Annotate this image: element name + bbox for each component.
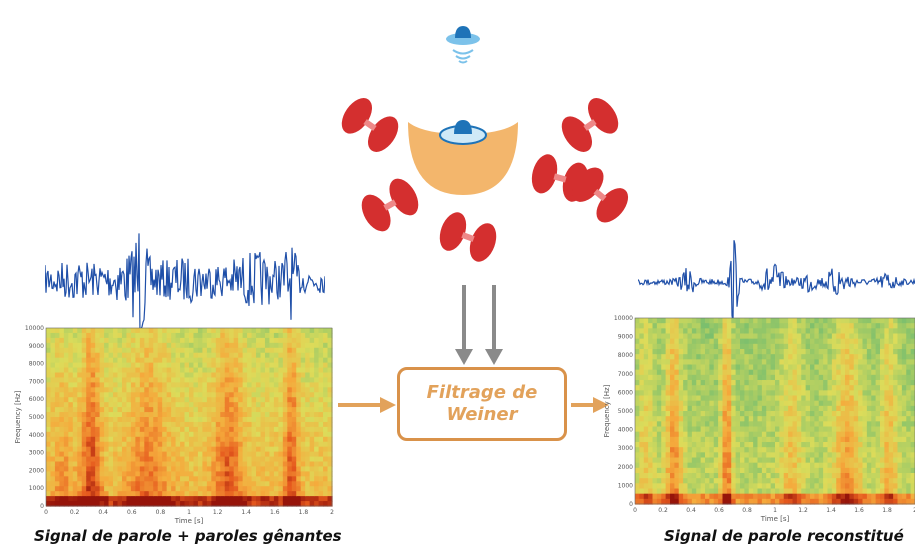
- y-tick-label: 8000: [29, 361, 44, 368]
- x-tick-label: 0.2: [658, 507, 668, 514]
- spectrogram-frame: [45, 327, 333, 507]
- interfering-speaker-icon: [561, 98, 619, 152]
- y-tick-label: 0: [40, 503, 44, 510]
- interfering-speaker-icon: [361, 178, 419, 232]
- y-tick-label: 9000: [29, 343, 44, 350]
- x-tick-label: 0.2: [70, 509, 80, 516]
- y-tick-label: 1000: [618, 482, 633, 489]
- y-tick-label: 5000: [29, 414, 44, 421]
- noisy-waveform: [45, 233, 325, 330]
- listener-head-icon: [408, 120, 518, 195]
- filter-label-line1: Filtrage de: [426, 382, 538, 403]
- x-tick-label: 1: [773, 507, 777, 514]
- wiener-filter-box: Filtrage de Weiner: [397, 367, 567, 441]
- noisy-spectrogram: 1000090008000700060005000400030002000100…: [14, 325, 334, 525]
- x-tick-label: 2: [913, 507, 915, 514]
- acoustic-scene: [341, 26, 629, 262]
- interfering-speaker-icon: [341, 98, 399, 152]
- y-tick-label: 4000: [618, 427, 633, 434]
- left-caption: Signal de parole + paroles gênantes: [34, 527, 342, 545]
- x-tick-label: 0.4: [686, 507, 696, 514]
- y-tick-label: 6000: [29, 396, 44, 403]
- y-tick-label: 3000: [618, 445, 633, 452]
- x-tick-label: 1.6: [854, 507, 864, 514]
- y-tick-label: 4000: [29, 432, 44, 439]
- x-tick-label: 0.8: [156, 509, 166, 516]
- filter-label-line2: Weiner: [446, 404, 518, 425]
- x-tick-label: 0.4: [98, 509, 108, 516]
- y-axis-label: Frequency [Hz]: [14, 390, 22, 443]
- y-tick-label: 9000: [618, 334, 633, 341]
- x-tick-label: 1.4: [241, 509, 251, 516]
- y-tick-label: 2000: [29, 467, 44, 474]
- y-tick-label: 3000: [29, 450, 44, 457]
- reconstructed-spectrogram: 1000090008000700060005000400030002000100…: [603, 315, 915, 523]
- interfering-speakers-group: [341, 98, 629, 262]
- spectrogram-frame: [634, 317, 915, 505]
- x-tick-label: 1.8: [882, 507, 892, 514]
- x-tick-label: 0: [44, 509, 48, 516]
- x-tick-label: 1.2: [798, 507, 808, 514]
- input-arrow: [338, 397, 396, 413]
- y-tick-label: 5000: [618, 408, 633, 415]
- y-axis-label: Frequency [Hz]: [603, 384, 611, 437]
- y-tick-label: 7000: [618, 371, 633, 378]
- x-tick-label: 1.4: [826, 507, 836, 514]
- y-tick-label: 10000: [614, 315, 633, 322]
- x-tick-label: 0.6: [127, 509, 137, 516]
- y-tick-label: 8000: [618, 352, 633, 359]
- y-tick-label: 1000: [29, 485, 44, 492]
- right-caption: Signal de parole reconstitué: [664, 527, 904, 545]
- x-tick-label: 1.8: [299, 509, 309, 516]
- spectrogram-cells: [635, 318, 915, 505]
- target-speaker-icon: [446, 26, 480, 64]
- waveform-trace: [638, 240, 915, 323]
- y-tick-label: 6000: [618, 389, 633, 396]
- x-tick-label: 1.2: [213, 509, 223, 516]
- x-tick-label: 1.6: [270, 509, 280, 516]
- x-tick-label: 0: [633, 507, 637, 514]
- spectrogram-cells: [46, 328, 333, 507]
- x-tick-label: 0.6: [714, 507, 724, 514]
- output-arrow: [571, 397, 609, 413]
- gray-arrows: [455, 285, 503, 365]
- interfering-speaker-icon: [439, 212, 497, 262]
- x-tick-label: 1: [187, 509, 191, 516]
- x-tick-label: 2: [330, 509, 334, 516]
- y-tick-label: 10000: [25, 325, 44, 332]
- waveform-trace: [45, 233, 325, 330]
- y-tick-label: 7000: [29, 378, 44, 385]
- x-tick-label: 0.8: [742, 507, 752, 514]
- y-tick-label: 0: [629, 501, 633, 508]
- y-tick-label: 2000: [618, 464, 633, 471]
- reconstructed-waveform: [638, 240, 915, 323]
- x-axis-label: Time [s]: [174, 517, 204, 525]
- x-axis-label: Time [s]: [760, 515, 790, 523]
- interfering-speaker-icon: [571, 167, 629, 223]
